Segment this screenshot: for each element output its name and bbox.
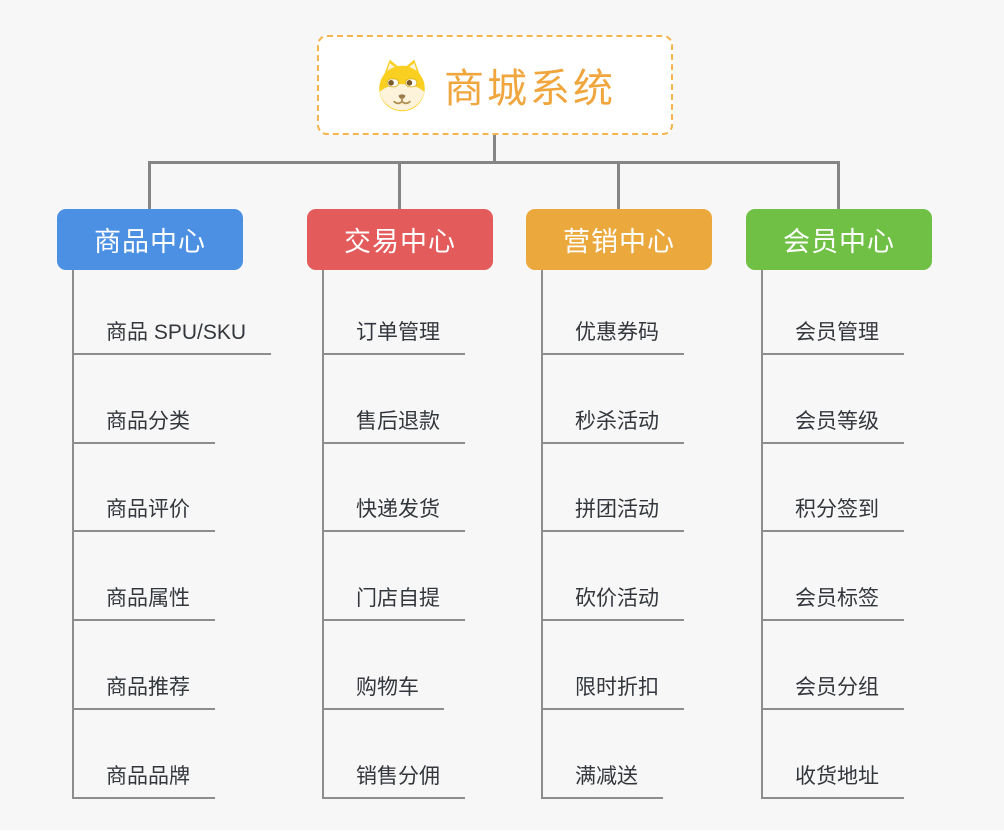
topic-item[interactable]: 商品评价 [72, 498, 215, 532]
topic-item[interactable]: 会员管理 [761, 321, 904, 355]
topic-item[interactable]: 门店自提 [322, 587, 465, 621]
topic-item[interactable]: 商品推荐 [72, 676, 215, 710]
branch-label: 营销中心 [563, 227, 675, 257]
topic-item[interactable]: 销售分佣 [322, 765, 465, 799]
child-trunk-line [541, 270, 543, 799]
topic-item[interactable]: 会员分组 [761, 676, 904, 710]
branch-connector-horizontal [148, 161, 840, 164]
topic-item[interactable]: 会员标签 [761, 587, 904, 621]
child-trunk-line [322, 270, 324, 799]
topic-item[interactable]: 积分签到 [761, 498, 904, 532]
topic-item[interactable]: 满减送 [541, 765, 663, 799]
topic-item[interactable]: 优惠券码 [541, 321, 684, 355]
topic-item[interactable]: 限时折扣 [541, 676, 684, 710]
topic-item[interactable]: 商品 SPU/SKU [72, 321, 272, 355]
branch-connector-drop [148, 161, 151, 210]
branch-connector-drop [398, 161, 401, 210]
topic-item[interactable]: 商品品牌 [72, 765, 215, 799]
branch-connector-drop [837, 161, 840, 210]
topic-item[interactable]: 秒杀活动 [541, 410, 684, 444]
topic-item[interactable]: 商品属性 [72, 587, 215, 621]
topic-item[interactable]: 售后退款 [322, 410, 465, 444]
topic-item[interactable]: 会员等级 [761, 410, 904, 444]
root-title: 商城系统 [444, 67, 616, 111]
topic-item[interactable]: 砍价活动 [541, 587, 684, 621]
root-connector-stub [493, 135, 496, 163]
topic-item[interactable]: 商品分类 [72, 410, 215, 444]
branch-node-product-center[interactable]: 商品中心 [57, 209, 243, 270]
branch-node-marketing-center[interactable]: 营销中心 [526, 209, 712, 270]
child-trunk-line [72, 270, 74, 799]
topic-item[interactable]: 拼团活动 [541, 498, 684, 532]
branch-label: 商品中心 [94, 227, 206, 257]
branch-connector-drop [617, 161, 620, 210]
canvas-bottom-strip [0, 830, 1004, 840]
branch-node-trade-center[interactable]: 交易中心 [307, 209, 493, 270]
child-trunk-line [761, 270, 763, 799]
branch-label: 交易中心 [344, 227, 456, 257]
branch-label: 会员中心 [783, 227, 895, 257]
dog-face-icon [379, 59, 425, 112]
root-node-mall-system[interactable]: 商城系统 [317, 35, 673, 135]
topic-item[interactable]: 收货地址 [761, 765, 904, 799]
branch-node-member-center[interactable]: 会员中心 [746, 209, 932, 270]
topic-item[interactable]: 订单管理 [322, 321, 465, 355]
topic-item[interactable]: 快递发货 [322, 498, 465, 532]
topic-item[interactable]: 购物车 [322, 676, 444, 710]
